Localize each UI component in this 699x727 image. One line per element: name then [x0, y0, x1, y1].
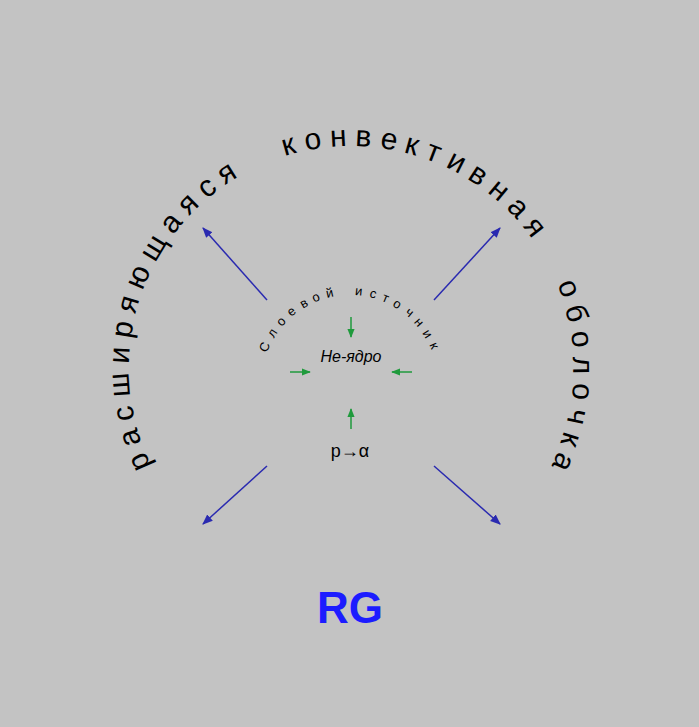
glyph: к: [428, 340, 442, 350]
contraction-arrow: [350, 409, 352, 429]
glyph: н: [412, 315, 427, 329]
glyph: с: [368, 286, 378, 300]
glyph: С: [257, 340, 273, 354]
glyph: т: [422, 134, 446, 167]
glyph: л: [568, 356, 598, 374]
glyph: б: [560, 301, 593, 325]
glyph: р: [106, 318, 138, 340]
glyph: л: [265, 326, 280, 339]
glyph: [340, 284, 345, 297]
contraction-arrows: [290, 317, 412, 429]
glyph: и: [355, 284, 364, 298]
glyph: я: [518, 211, 552, 242]
contraction-arrow: [290, 371, 310, 373]
expansion-arrow: [434, 466, 500, 524]
node-label: He-ядро: [321, 348, 382, 366]
glyph: а: [153, 206, 187, 238]
glyph: и: [103, 345, 134, 363]
glyph: р: [121, 448, 155, 475]
glyph: ч: [403, 305, 417, 319]
glyph: о: [566, 328, 598, 348]
glyph: а: [112, 425, 146, 450]
glyph: в: [355, 120, 373, 151]
glyph: н: [483, 172, 515, 206]
convective-envelope-circle: [11, 28, 692, 709]
glyph: т: [380, 290, 391, 304]
glyph: о: [310, 289, 321, 304]
glyph: я: [211, 155, 241, 189]
glyph: о: [552, 275, 586, 301]
helium-core: He-ядро: [292, 322, 410, 440]
helium-core-outline: [292, 322, 410, 440]
glyph: ч: [562, 406, 595, 428]
node-label: p→α: [331, 442, 369, 462]
expansion-arrow: [203, 228, 267, 300]
glyph: ю: [119, 260, 155, 293]
glyph: к: [278, 128, 299, 160]
glyph: с: [107, 403, 139, 424]
glyph: ш: [103, 371, 135, 397]
expansion-arrow: [434, 228, 500, 300]
glyph: н: [329, 120, 347, 151]
expansion-arrow: [203, 466, 267, 524]
glyph: о: [301, 123, 322, 155]
diagram-label: RG: [317, 584, 383, 632]
contraction-arrow: [392, 371, 412, 373]
glyph: о: [274, 314, 289, 328]
glyph: [234, 146, 255, 176]
curved-label: Слоевой источник: [232, 265, 468, 501]
contraction-arrow: [350, 317, 352, 337]
shell-source-circle-outline: [232, 265, 468, 501]
glyph: й: [325, 286, 335, 300]
glyph: е: [378, 122, 399, 154]
helium-core-circle: [293, 323, 410, 440]
glyph: [533, 232, 563, 255]
glyph: и: [421, 327, 436, 340]
glyph: е: [285, 304, 299, 319]
glyph: а: [502, 190, 535, 223]
glyph: а: [547, 448, 581, 475]
glyph: о: [391, 296, 404, 311]
glyph: в: [297, 296, 310, 311]
glyph: к: [402, 128, 423, 160]
glyph: в: [464, 157, 494, 191]
glyph: я: [111, 292, 144, 316]
shell-source-circle-circle: [233, 266, 468, 501]
glyph: с: [191, 170, 221, 203]
shell-source-circle: Слоевой источникp→αHe-ядро: [232, 265, 468, 501]
glyph: я: [171, 187, 204, 220]
glyph: и: [442, 144, 471, 178]
glyph: щ: [133, 228, 171, 265]
glyph: к: [556, 429, 589, 451]
expansion-arrows: [203, 228, 500, 524]
glyph: о: [567, 382, 599, 402]
